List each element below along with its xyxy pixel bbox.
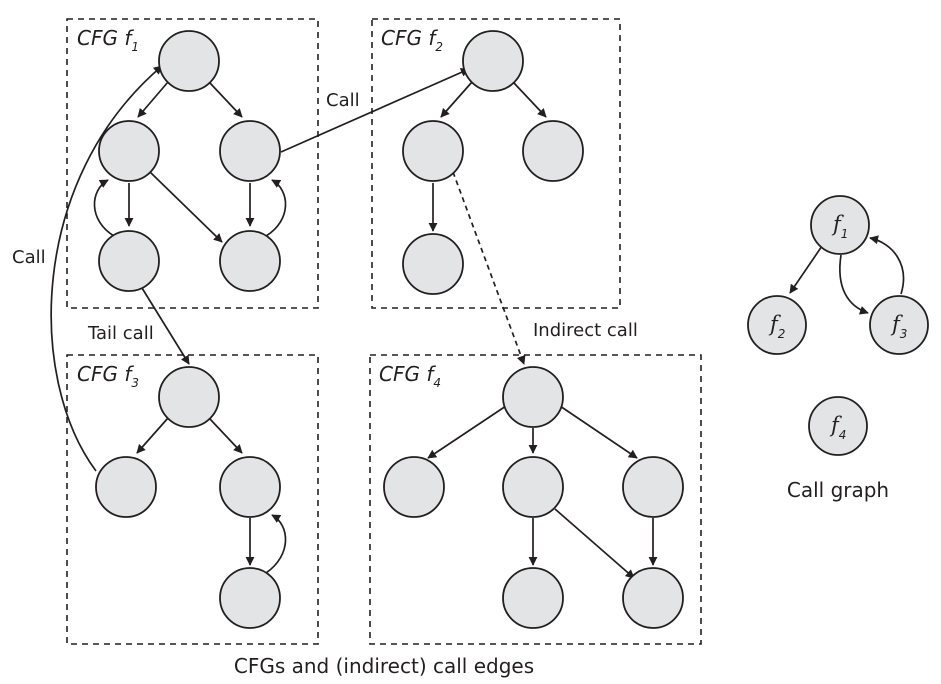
f2-edge-entry-left: [440, 81, 473, 118]
f4-node-entry: [502, 366, 564, 428]
cfg-f3-box: [66, 354, 319, 645]
cg-node-f1-label: f1: [831, 212, 848, 241]
f1-edge-entry-right: [209, 82, 243, 118]
tail-call-label: Tail call: [87, 323, 154, 344]
f2-node-entry: [462, 30, 524, 92]
f1-edge-left-loop: [93, 179, 115, 237]
cfg-f2-title: CFG f2: [381, 26, 443, 54]
f4-node-right: [622, 456, 684, 518]
cg-node-f3: [869, 295, 929, 355]
f2-node-right: [522, 120, 584, 182]
cg-edge-f3-to-f1: [869, 235, 905, 295]
call-label-top: Call: [326, 90, 360, 111]
f1-edge-right-loop: [265, 179, 287, 237]
call-label-left: Call: [12, 247, 46, 268]
call-edge-f1-to-f2: [280, 68, 470, 153]
f1-node-left: [98, 120, 160, 182]
f3-edge-entry-left: [136, 417, 169, 454]
cg-node-f4-label: f4: [829, 413, 846, 442]
tail-call-edge-f1-to-f3: [141, 287, 190, 365]
f3-node-left: [95, 456, 157, 518]
cfg-f1-box: [66, 18, 319, 309]
f4-edge-entry-left: [427, 405, 507, 459]
call-edge-f3-to-f1: [50, 65, 163, 472]
f2-node-left: [402, 120, 464, 182]
cg-edge-f1-to-f2: [789, 245, 823, 294]
f1-node-entry: [158, 30, 220, 92]
f4-node-right-bottom: [622, 567, 684, 629]
cg-node-f1: [810, 195, 870, 255]
f2-node-left-bottom: [402, 233, 464, 295]
f4-node-mid-bottom: [502, 567, 564, 629]
cg-edge-f1-to-f3: [839, 254, 869, 315]
cg-node-f2-label: f2: [768, 312, 785, 341]
f3-node-entry: [158, 366, 220, 428]
indirect-call-label: Indirect call: [533, 320, 638, 341]
cfg-f1-title: CFG f1: [77, 26, 139, 54]
f1-edge-cross: [149, 171, 223, 243]
f3-node-right-bottom: [219, 567, 281, 629]
f1-node-left-bottom: [98, 230, 160, 292]
cg-node-f3-label: f3: [890, 312, 907, 341]
diagram-caption: CFGs and (indirect) call edges: [234, 654, 534, 678]
f4-node-mid: [502, 456, 564, 518]
f1-node-right-bottom: [219, 230, 281, 292]
f3-node-right: [219, 456, 281, 518]
f3-edge-right-loop: [265, 514, 287, 574]
f1-edge-entry-left: [137, 81, 169, 118]
cfg-f2-box: [371, 18, 621, 309]
f3-edge-entry-right: [209, 418, 243, 454]
indirect-call-edge-f2-to-f4: [452, 171, 526, 365]
f4-edge-entry-right: [559, 405, 638, 459]
f4-node-left: [383, 456, 445, 518]
cfg-f4-title: CFG f4: [379, 362, 441, 390]
cg-node-f2: [747, 295, 807, 355]
f2-edge-entry-right: [513, 82, 547, 118]
cfg-f4-box: [369, 354, 702, 645]
cfg-f3-title: CFG f3: [77, 362, 139, 390]
cg-node-f4: [808, 396, 868, 456]
f4-edge-mid-cross: [554, 508, 635, 579]
f1-node-right: [219, 120, 281, 182]
call-graph-caption: Call graph: [787, 478, 889, 502]
